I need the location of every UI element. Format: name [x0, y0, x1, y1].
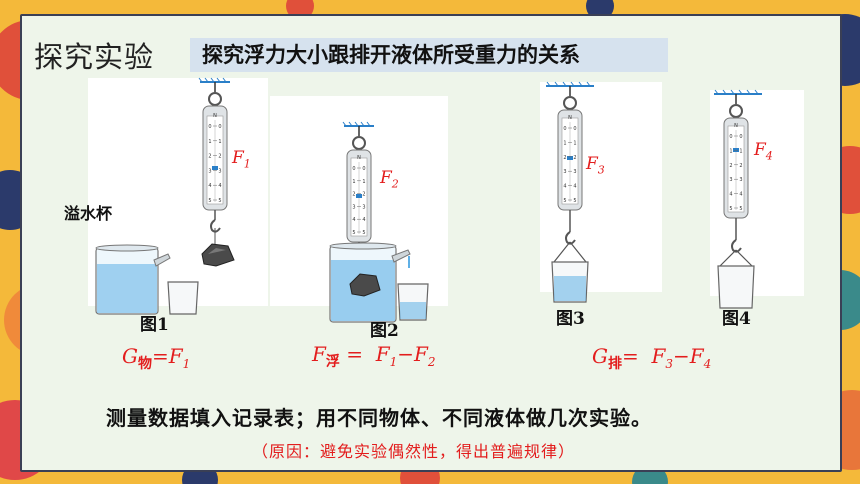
scale-tick-label: 5	[739, 206, 742, 212]
scale-tick-label: 5	[218, 198, 221, 204]
overflow-cup-label: 溢水杯	[64, 204, 113, 223]
spring-scale-4: N0 0 1 1 2 2 3 3 4 4 5 5	[714, 89, 762, 253]
scale-tick-label: 4	[362, 217, 365, 223]
scale-tick-label: 3	[563, 169, 566, 175]
force-f2-label: F2	[380, 168, 399, 191]
page-title: 探究实验	[34, 40, 155, 74]
scale-tick-label: 2	[352, 192, 355, 198]
scale-tick-label: 2	[208, 154, 211, 160]
force-f3-label: F3	[586, 154, 605, 177]
scale-unit-label: N	[568, 115, 572, 121]
overflow-cup-2	[329, 242, 411, 323]
beaker-3	[551, 241, 589, 303]
figure-4-caption: 图4	[722, 309, 751, 329]
overflow-cup-1	[95, 244, 171, 315]
figure-4-apparatus: N0 0 1 1 2 2 3 3 4 4 5 5	[714, 89, 762, 309]
scale-tick-label: 4	[352, 217, 355, 223]
spring-scale-2: N0 0 1 1 2 2 3 3 4 4 5 5	[342, 121, 374, 266]
scale-tick-label: 3	[208, 168, 211, 174]
scale-tick-label: 5	[352, 230, 355, 236]
figure-1-apparatus: N0 0 1 1 2 2 3 3 4 4 5 5	[95, 77, 235, 315]
scale-tick-label: 0	[573, 126, 576, 132]
scale-tick-label: 3	[729, 177, 732, 183]
scale-tick-label: 5	[573, 198, 576, 204]
scale-unit-label: N	[357, 155, 361, 161]
scale-tick-label: 3	[739, 177, 742, 183]
scale-tick-label: 0	[208, 124, 211, 130]
figure-2-apparatus: N0 0 1 1 2 2 3 3 4 4 5 5	[329, 121, 429, 323]
force-f4-label: F4	[754, 140, 773, 163]
scale-tick-label: 4	[729, 192, 732, 198]
scale-unit-label: N	[734, 123, 738, 129]
scale-tick-label: 4	[563, 184, 566, 190]
scale-tick-label: 5	[362, 230, 365, 236]
scale-tick-label: 2	[729, 163, 732, 169]
scale-tick-label: 2	[563, 155, 566, 161]
experiment-subtitle: 探究浮力大小跟排开液体所受重力的关系	[190, 38, 668, 72]
formula-buoyancy: F浮 = F1−F2	[312, 342, 436, 370]
scale-tick-label: 5	[563, 198, 566, 204]
scale-tick-label: 0	[563, 126, 566, 132]
scale-tick-label: 5	[208, 198, 211, 204]
scale-tick-label: 1	[208, 139, 211, 145]
scale-tick-label: 0	[218, 124, 221, 130]
scale-tick-label: 0	[352, 166, 355, 172]
scale-tick-label: 2	[739, 163, 742, 169]
figure-1-caption: 图1	[140, 315, 169, 335]
scale-tick-label: 1	[352, 179, 355, 185]
scale-tick-label: 2	[362, 192, 365, 198]
scale-tick-label: 1	[563, 140, 566, 146]
scale-tick-label: 4	[218, 183, 221, 189]
scale-tick-label: 3	[218, 168, 221, 174]
beaker-4	[717, 249, 755, 309]
scale-tick-label: 4	[739, 192, 742, 198]
spring-scale-1: N0 0 1 1 2 2 3 3 4 4 5 5	[198, 77, 235, 267]
figure-3-apparatus: N0 0 1 1 2 2 3 3 4 4 5 5	[546, 81, 594, 303]
scale-tick-label: 3	[573, 169, 576, 175]
instruction-text: 测量数据填入记录表；用不同物体、不同液体做几次实验。	[106, 406, 652, 430]
figure-2-caption: 图2	[370, 321, 399, 341]
scale-tick-label: 1	[573, 140, 576, 146]
scale-tick-label: 1	[362, 179, 365, 185]
beaker-1	[167, 281, 199, 315]
force-f1-label: F1	[232, 148, 251, 171]
reason-note: （原因：避免实验偶然性，得出普遍规律）	[252, 442, 576, 461]
scale-tick-label: 3	[362, 204, 365, 210]
scale-tick-label: 2	[573, 155, 576, 161]
formula-gravity: G物=F1	[122, 344, 191, 372]
scale-tick-label: 1	[739, 148, 742, 154]
scale-tick-label: 4	[208, 183, 211, 189]
scale-unit-label: N	[213, 113, 217, 119]
spring-scale-3: N0 0 1 1 2 2 3 3 4 4 5 5	[546, 81, 594, 245]
scale-tick-label: 1	[729, 148, 732, 154]
beaker-2	[397, 283, 429, 321]
scale-tick-label: 0	[362, 166, 365, 172]
scale-tick-label: 3	[352, 204, 355, 210]
scale-tick-label: 5	[729, 206, 732, 212]
scale-tick-label: 0	[739, 134, 742, 140]
scale-tick-label: 2	[218, 154, 221, 160]
scale-tick-label: 1	[218, 139, 221, 145]
figure-3-caption: 图3	[556, 309, 585, 329]
scale-tick-label: 0	[729, 134, 732, 140]
formula-displaced-weight: G排= F3−F4	[592, 344, 712, 372]
scale-tick-label: 4	[573, 184, 576, 190]
